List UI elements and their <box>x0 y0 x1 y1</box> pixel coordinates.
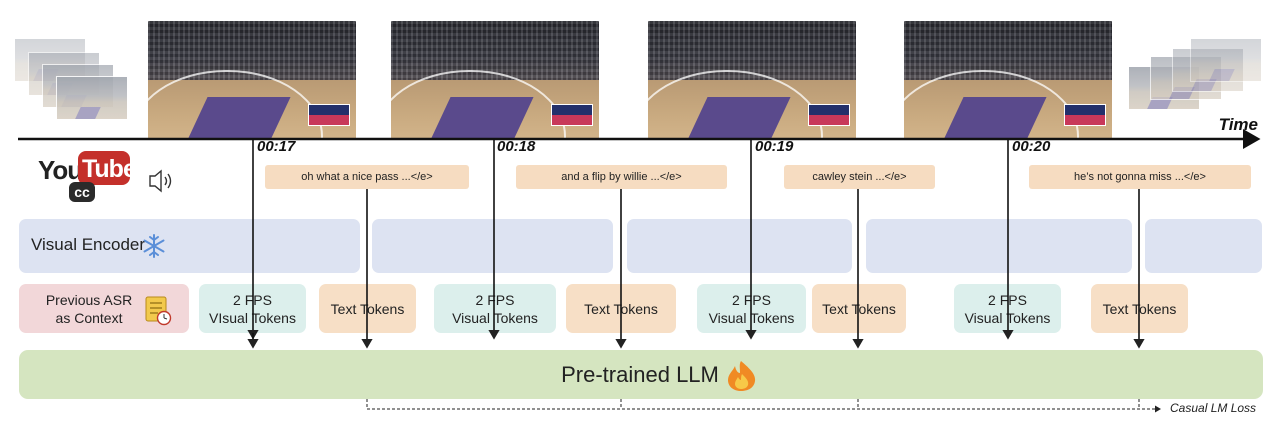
visual-encoder-label: Visual Encoder <box>31 235 146 254</box>
asr-segment: oh what a nice pass ...</e> <box>265 165 469 189</box>
visual-encoder-block <box>372 219 613 273</box>
asr-segment: and a flip by willie ...</e> <box>516 165 727 189</box>
visual-encoder-block <box>866 219 1132 273</box>
visual-encoder-block <box>19 219 360 273</box>
video-frame-1 <box>148 21 356 138</box>
visual-encoder-block <box>627 219 852 273</box>
video-frame-3 <box>648 21 856 138</box>
text-tokens-block: Text Tokens <box>812 284 906 333</box>
asr-segment: cawley stein ...</e> <box>784 165 935 189</box>
video-frame-2 <box>391 21 599 138</box>
visual-encoder-block <box>1145 219 1262 273</box>
notepad-clock-icon <box>145 296 172 326</box>
fire-icon <box>728 361 756 391</box>
pretrained-llm-label: Pre-trained LLM <box>561 362 719 387</box>
video-frame-4 <box>904 21 1112 138</box>
snowflake-icon <box>143 234 165 258</box>
asr-connectors <box>361 189 1145 349</box>
asr-segment: he’s not gonna miss ...</e> <box>1029 165 1251 189</box>
timestamp-label: 00:20 <box>1012 138 1051 155</box>
timestamp-connectors <box>247 139 1014 349</box>
timestamp-label: 00:19 <box>755 138 794 155</box>
timestamp-label: 00:18 <box>497 138 536 155</box>
pretrained-llm-block <box>19 350 1263 399</box>
context-line-1: Previous ASR <box>45 291 133 308</box>
loss-bracket <box>366 399 1161 413</box>
causal-lm-loss-label: Casual LM Loss <box>1170 401 1257 415</box>
speaker-icon <box>149 169 172 193</box>
context-line-2: as Context <box>55 309 123 326</box>
timestamp-label: 00:17 <box>257 138 296 155</box>
